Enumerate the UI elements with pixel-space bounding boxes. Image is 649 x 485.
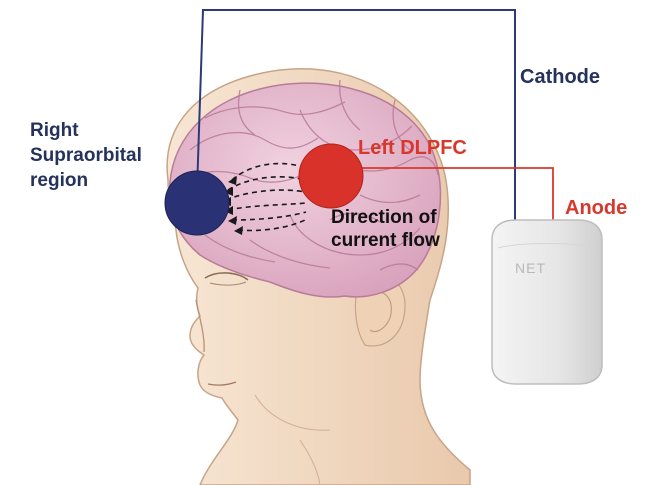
tdcs-device — [492, 220, 602, 384]
right-supraorbital-line3: region — [30, 168, 142, 193]
anode-label: Anode — [565, 197, 627, 220]
left-dlpfc-label: Left DLPFC — [358, 137, 467, 160]
current-flow-label: Direction of current flow — [331, 206, 440, 252]
current-flow-line1: Direction of — [331, 206, 440, 229]
right-supraorbital-line2: Supraorbital — [30, 143, 142, 168]
right-supraorbital-line1: Right — [30, 118, 142, 143]
cathode-label: Cathode — [520, 66, 600, 89]
current-flow-line2: current flow — [331, 229, 440, 252]
device-brand-label: NET — [515, 260, 546, 276]
right-supraorbital-label: Right Supraorbital region — [30, 118, 142, 193]
cathode-electrode — [165, 171, 229, 235]
anode-electrode — [299, 144, 363, 208]
